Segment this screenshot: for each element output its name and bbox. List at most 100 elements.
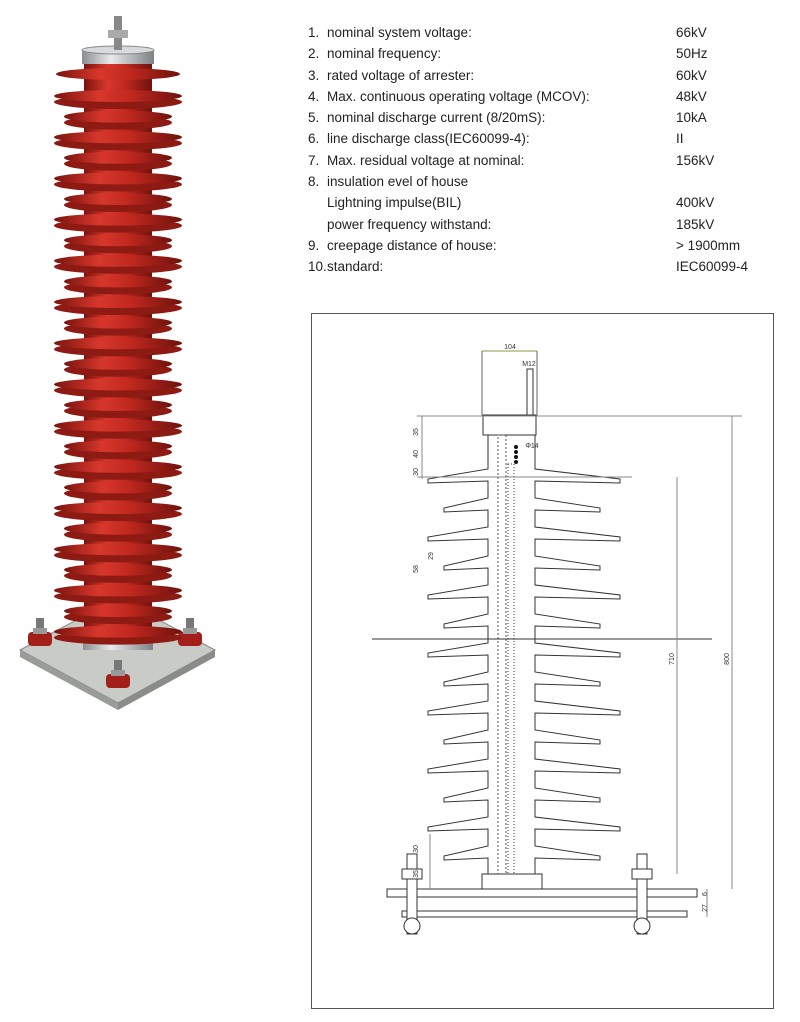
shed bbox=[54, 172, 182, 185]
nut bbox=[403, 917, 421, 935]
spec-label: Max. continuous operating voltage (MCOV)… bbox=[327, 88, 590, 104]
spec-value: 185kV bbox=[676, 216, 715, 232]
shed bbox=[64, 481, 172, 494]
spec-number: 9. bbox=[308, 237, 320, 253]
shed bbox=[64, 151, 172, 164]
spring-coil bbox=[514, 445, 518, 449]
shed bbox=[54, 131, 182, 144]
base-plate bbox=[386, 888, 698, 898]
spec-label: power frequency withstand: bbox=[327, 216, 492, 232]
shed bbox=[64, 440, 172, 453]
dimension-label: 29 bbox=[428, 552, 435, 560]
spec-number: 5. bbox=[308, 110, 320, 126]
shed bbox=[54, 584, 182, 597]
terminal-bolt bbox=[526, 368, 534, 416]
spec-value: > 1900mm bbox=[676, 237, 741, 253]
shed bbox=[64, 275, 172, 288]
dimension-label: 30 bbox=[413, 845, 420, 853]
spec-row: 3.rated voltage of arrester:60kV bbox=[308, 65, 778, 86]
spec-row: 5. nominal discharge current (8/20mS): 10k… bbox=[308, 107, 778, 128]
dimension-label: 104 bbox=[504, 344, 516, 351]
bolt bbox=[186, 618, 194, 634]
shed bbox=[54, 625, 182, 638]
shed bbox=[64, 110, 172, 123]
spec-label: rated voltage of arrester: bbox=[327, 67, 475, 83]
spec-value: 48kV bbox=[676, 88, 707, 104]
nut bbox=[401, 868, 423, 880]
dimension-label: 30 bbox=[413, 468, 420, 476]
core-rod bbox=[497, 434, 507, 876]
spec-number: 7. bbox=[308, 152, 320, 168]
dimension-label: 800 bbox=[724, 653, 731, 665]
spec-row: 4. Max. continuous operating voltage (MCO… bbox=[308, 86, 778, 107]
housing-left-profile bbox=[427, 435, 489, 874]
top-cap bbox=[482, 414, 537, 436]
spec-number: 10. bbox=[308, 259, 327, 275]
dimension-label: M12 bbox=[522, 361, 536, 368]
shed bbox=[54, 337, 182, 350]
dimension-label: 40 bbox=[413, 450, 420, 458]
shed bbox=[64, 234, 172, 247]
insulating-pad bbox=[28, 632, 52, 646]
bolt bbox=[36, 618, 44, 634]
spec-value: 400kV bbox=[676, 195, 715, 211]
dimension-label: 6 bbox=[702, 892, 709, 896]
spec-row: power frequency withstand: 185kV bbox=[308, 214, 778, 235]
spec-value: 66kV bbox=[676, 25, 707, 40]
spec-label: nominal frequency: bbox=[327, 46, 442, 62]
spec-label: nominal discharge current (8/20mS): bbox=[327, 110, 546, 126]
mounting-plate bbox=[401, 910, 688, 918]
shed bbox=[64, 316, 172, 329]
nut bbox=[33, 628, 47, 634]
spec-label: Lightning impulse(BIL) bbox=[327, 195, 462, 211]
dimension-label: 27 bbox=[702, 904, 709, 912]
spring-coil bbox=[514, 450, 518, 454]
spec-number: 3. bbox=[308, 67, 320, 83]
shed bbox=[64, 563, 172, 576]
shed bbox=[64, 605, 172, 617]
spec-value: 10kA bbox=[676, 110, 707, 126]
arrester-photo bbox=[18, 16, 217, 710]
spec-number: 4. bbox=[308, 88, 320, 104]
spec-label: standard: bbox=[327, 259, 384, 275]
shed bbox=[54, 213, 182, 226]
spec-label: nominal system voltage: bbox=[327, 25, 472, 40]
spec-value: 156kV bbox=[676, 152, 715, 168]
shed bbox=[54, 502, 182, 514]
dimension-label: 35 bbox=[413, 870, 420, 878]
spec-value: 50Hz bbox=[676, 46, 708, 62]
spec-row: 7. Max. residual voltage at nominal: 156kV bbox=[308, 150, 778, 171]
shed bbox=[54, 543, 182, 556]
shed bbox=[54, 254, 182, 267]
dimension-label: Φ14 bbox=[525, 443, 538, 450]
base-plate-edge bbox=[20, 650, 118, 710]
nut bbox=[183, 628, 197, 634]
spec-value: II bbox=[676, 131, 684, 147]
spec-value: IEC60099-4 bbox=[676, 259, 749, 275]
dimension-label: 710 bbox=[669, 653, 676, 665]
base-plate-edge bbox=[118, 650, 215, 710]
spring-coil bbox=[514, 455, 518, 459]
nut bbox=[633, 917, 651, 935]
spec-label: line discharge class(IEC60099-4): bbox=[327, 131, 530, 147]
shed bbox=[54, 419, 182, 432]
bottom-flange bbox=[481, 873, 543, 890]
spec-row: 2.nominal frequency:50Hz bbox=[308, 43, 778, 64]
nut bbox=[111, 670, 125, 676]
varistor-stack bbox=[507, 463, 515, 875]
nut bbox=[631, 868, 653, 880]
shed bbox=[54, 90, 182, 102]
spec-row: 8.insulation evel of house bbox=[308, 171, 778, 192]
shed bbox=[64, 399, 172, 411]
shed bbox=[54, 378, 182, 391]
shed bbox=[64, 357, 172, 370]
spec-row: Lightning impulse(BIL) 400kV bbox=[308, 192, 778, 213]
spec-label: Max. residual voltage at nominal: bbox=[327, 152, 525, 168]
shed bbox=[54, 296, 182, 308]
spec-label: insulation evel of house bbox=[327, 174, 469, 190]
spec-row: 6.line discharge class(IEC60099-4):II bbox=[308, 128, 778, 149]
